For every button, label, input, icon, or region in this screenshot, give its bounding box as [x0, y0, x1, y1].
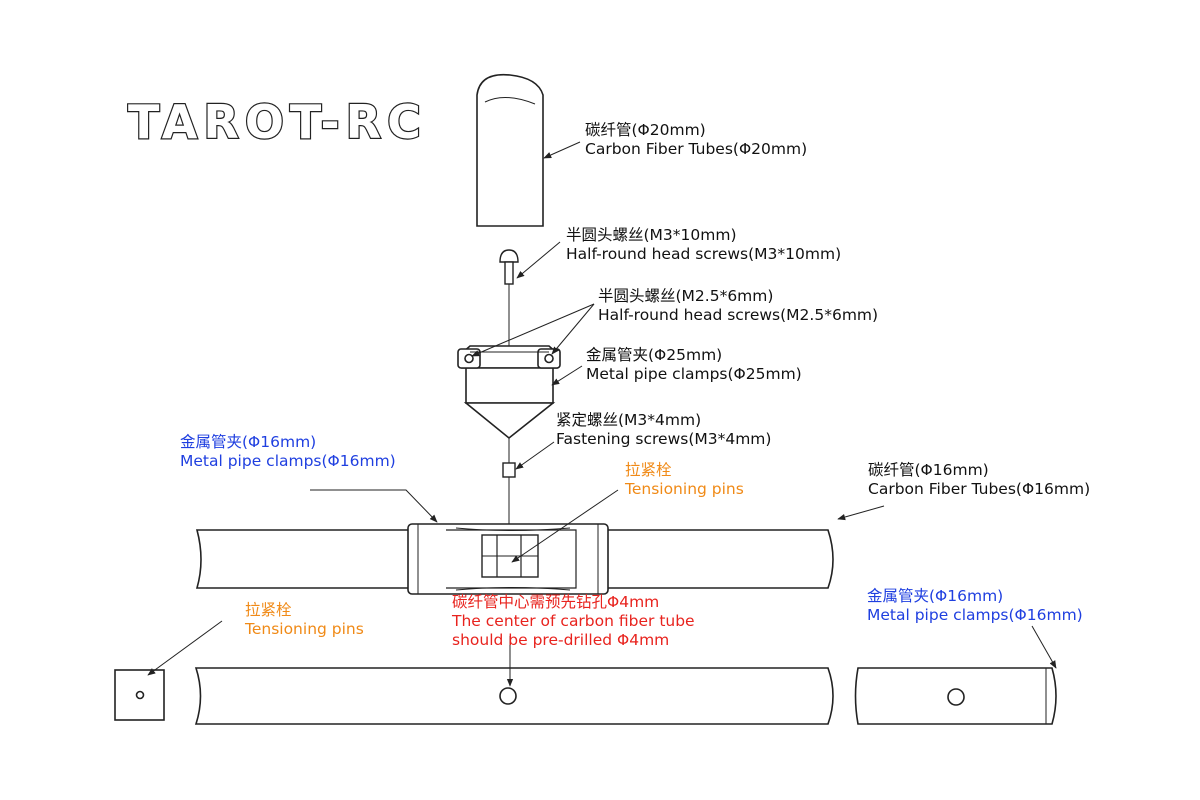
carbon-tube-20-drawing: [476, 73, 544, 227]
label-en: Tensioning pins: [245, 620, 364, 638]
label-en-line1: The center of carbon fiber tube: [452, 612, 695, 630]
label-zh: 金属管夹(Φ16mm): [867, 587, 1004, 605]
label-en: Metal pipe clamps(Φ16mm): [180, 452, 396, 470]
label-en: Half-round head screws(M2.5*6mm): [598, 306, 879, 324]
label-tension-pins-bottom: 拉紧栓 Tensioning pins: [245, 601, 364, 639]
label-en: Metal pipe clamps(Φ16mm): [867, 606, 1083, 624]
m3x10-screw-drawing: [499, 249, 519, 285]
label-zh: 碳纤管(Φ16mm): [868, 461, 989, 479]
label-screw-m3x10: 半圆头螺丝(M3*10mm) Half-round head screws(M3…: [566, 226, 841, 264]
label-en: Half-round head screws(M3*10mm): [566, 245, 842, 263]
label-zh: 拉紧栓: [245, 601, 292, 619]
label-en: Carbon Fiber Tubes(Φ20mm): [585, 140, 808, 158]
label-clamp-16-right: 金属管夹(Φ16mm) Metal pipe clamps(Φ16mm): [867, 587, 1083, 625]
label-clamp-25: 金属管夹(Φ25mm) Metal pipe clamps(Φ25mm): [586, 346, 802, 384]
clamp-25-drawing: [457, 345, 561, 440]
label-carbon-tube-16: 碳纤管(Φ16mm) Carbon Fiber Tubes(Φ16mm): [868, 461, 1090, 499]
label-tension-pins-top: 拉紧栓 Tensioning pins: [625, 461, 744, 499]
label-zh: 拉紧栓: [625, 461, 672, 479]
label-carbon-tube-20: 碳纤管(Φ20mm) Carbon Fiber Tubes(Φ20mm): [585, 121, 807, 159]
label-zh: 碳纤管中心需预先钻孔Φ4mm: [452, 593, 660, 611]
label-zh: 半圆头螺丝(M2.5*6mm): [598, 287, 774, 305]
label-en: Tensioning pins: [625, 480, 744, 498]
label-en: Metal pipe clamps(Φ25mm): [586, 365, 802, 383]
label-zh: 金属管夹(Φ16mm): [180, 433, 317, 451]
fastening-screw-drawing: [502, 462, 516, 478]
label-screw-m25x6: 半圆头螺丝(M2.5*6mm) Half-round head screws(M…: [598, 287, 878, 325]
label-en: Carbon Fiber Tubes(Φ16mm): [868, 480, 1091, 498]
label-zh: 紧定螺丝(M3*4mm): [556, 411, 702, 429]
drilled-tube-drawing: [194, 667, 834, 725]
tension-pin-part-drawing: [114, 669, 165, 721]
label-zh: 碳纤管(Φ20mm): [585, 121, 706, 139]
label-fastening-screws: 紧定螺丝(M3*4mm) Fastening screws(M3*4mm): [556, 411, 771, 449]
tube-assembly-drawing: [195, 523, 834, 595]
tarot-logo: TAROT-RC: [128, 95, 427, 149]
label-en: Fastening screws(M3*4mm): [556, 430, 772, 448]
leader-lines: [147, 141, 1057, 687]
label-clamp-16-left: 金属管夹(Φ16mm) Metal pipe clamps(Φ16mm): [180, 433, 396, 471]
label-predrill: 碳纤管中心需预先钻孔Φ4mm The center of carbon fibe…: [452, 593, 695, 650]
clamp-16-part-drawing: [854, 667, 1057, 725]
label-zh: 金属管夹(Φ25mm): [586, 346, 723, 364]
label-en-line2: should be pre-drilled Φ4mm: [452, 631, 670, 649]
label-zh: 半圆头螺丝(M3*10mm): [566, 226, 737, 244]
